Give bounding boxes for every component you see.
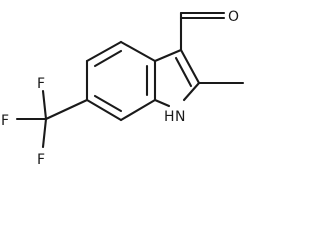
bond-c3a-c4: [119, 40, 157, 63]
nitrogen-hydrogen-label: H: [164, 109, 175, 125]
inner-bond-c4-c5: [93, 49, 123, 68]
inner-bond-c3-c2: [174, 56, 193, 88]
bond-cf3-f-top: [41, 89, 48, 121]
fluorine-top-label: F: [37, 76, 45, 92]
bond-c6-cf3: [44, 98, 89, 121]
oxygen-label: O: [228, 9, 239, 25]
structure-canvas: O H N F F F: [1, 9, 245, 168]
bond-c7-c7a: [119, 98, 157, 122]
bond-c3-c2: [179, 48, 201, 85]
bond-c3a-c3: [153, 48, 183, 63]
fluorine-left-label: F: [1, 113, 9, 129]
bond-c6-c7: [85, 98, 123, 122]
aldehyde-group: [179, 11, 226, 52]
trifluoromethyl-group: [15, 89, 89, 149]
fluorine-bottom-label: F: [37, 152, 45, 168]
bond-c2-n1: [182, 81, 201, 102]
pyrrole-ring: [153, 48, 201, 108]
bond-c4-c5: [85, 40, 123, 63]
benzene-ring: [85, 40, 157, 122]
molecule-diagram: O H N F F F: [1, 9, 245, 168]
inner-bond-c6-c7: [93, 94, 123, 113]
nitrogen-label: N: [175, 109, 185, 125]
bond-n1-c7a: [153, 98, 171, 108]
bond-cf3-f-bottom: [41, 117, 48, 149]
